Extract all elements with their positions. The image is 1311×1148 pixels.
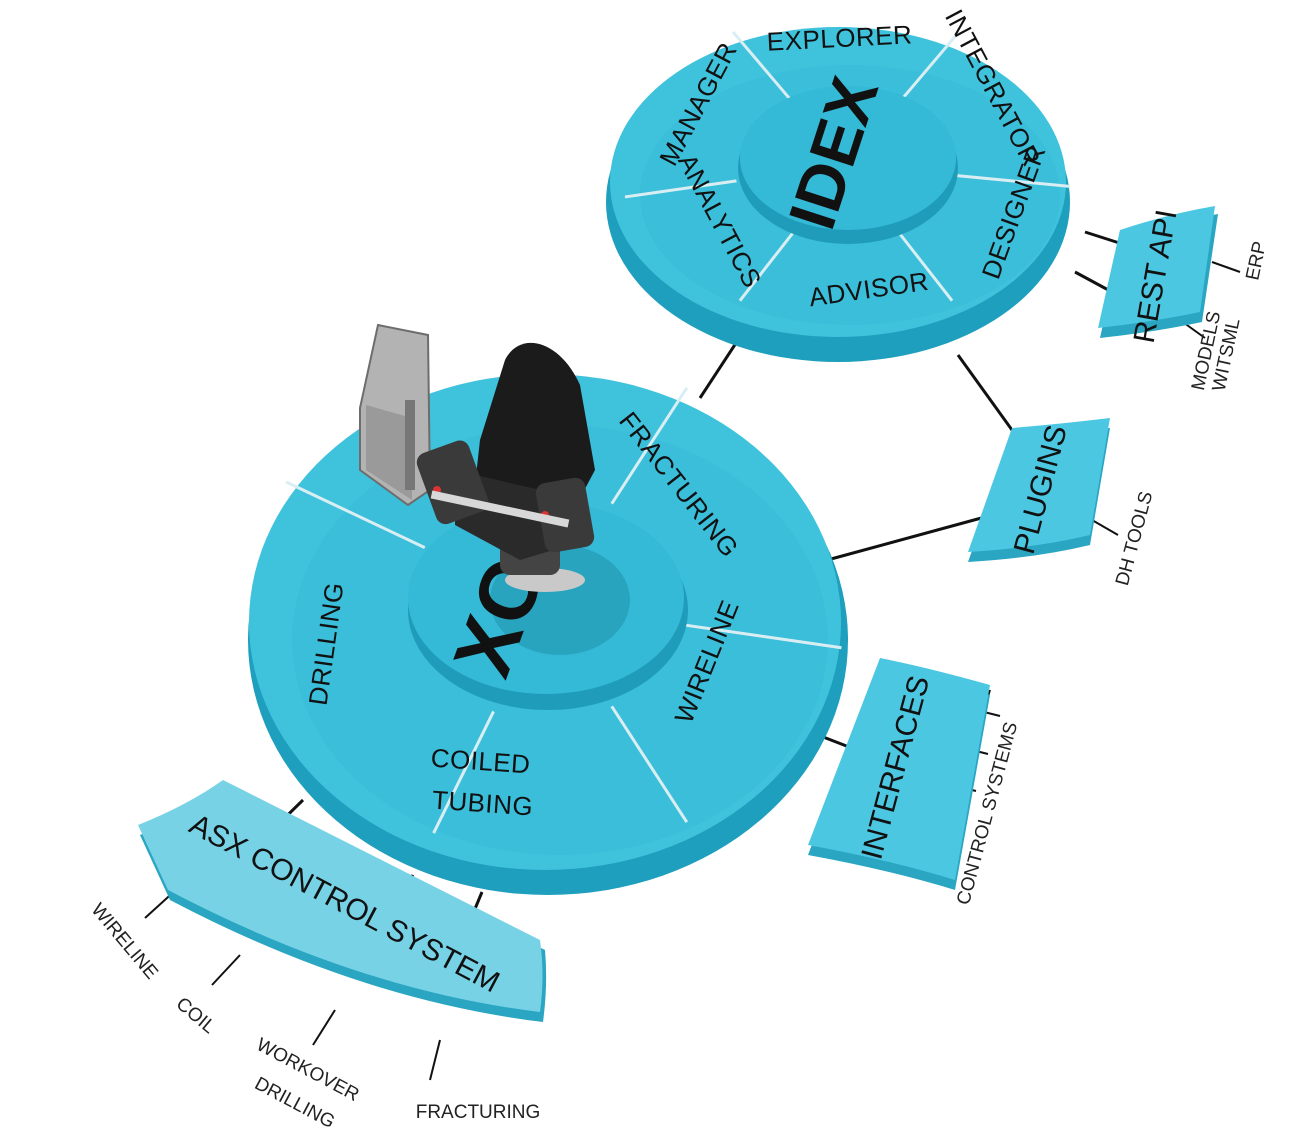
idex-divider-4 xyxy=(897,231,954,302)
idex-divider-2 xyxy=(900,30,961,101)
leader-erp xyxy=(1211,261,1241,273)
leader-workover xyxy=(312,1009,336,1046)
connector-idex-xos xyxy=(698,339,740,399)
rest-api-output-erp: ERP xyxy=(1242,240,1271,283)
asx-output-coil: COIL xyxy=(172,993,219,1038)
idex-disk: IDEX EXPLORER INTEGRATOR DESIGNER ADVISO… xyxy=(606,4,1070,362)
plugins-output-dh-tools: DH TOOLS xyxy=(1112,489,1157,588)
xos-dividers xyxy=(285,386,842,834)
leader-dh-tools xyxy=(1091,519,1119,536)
xos-divider-1 xyxy=(610,386,689,505)
operator-chair-icon xyxy=(359,323,595,592)
connector-xos-plugins xyxy=(819,515,986,564)
plugins-box: PLUGINS xyxy=(968,418,1110,562)
idex-divider-3 xyxy=(956,174,1070,188)
rest-api-box: REST API xyxy=(1098,206,1218,345)
leader-fracturing xyxy=(429,1039,441,1081)
asx-output-fracturing: FRACTURING xyxy=(416,1102,541,1123)
idex-dividers xyxy=(624,30,1070,302)
leader-coil xyxy=(211,954,241,986)
idex-divider-1 xyxy=(731,30,792,101)
xos-hub xyxy=(408,502,684,694)
interfaces-box: INTERFACES xyxy=(808,658,990,890)
idex-divider-5 xyxy=(738,231,795,302)
connector-idex-restapi-2 xyxy=(1074,270,1113,294)
xos-divider-5 xyxy=(285,480,426,549)
xos-divider-3 xyxy=(610,705,689,824)
idex-hub xyxy=(740,86,956,230)
xos-segment-tubing: TUBING xyxy=(431,785,534,822)
xos-divider-2 xyxy=(683,623,842,650)
xos-divider-4 xyxy=(432,710,495,834)
idex-divider-6 xyxy=(624,179,737,199)
xos-segment-coiled: COILED xyxy=(430,743,532,780)
